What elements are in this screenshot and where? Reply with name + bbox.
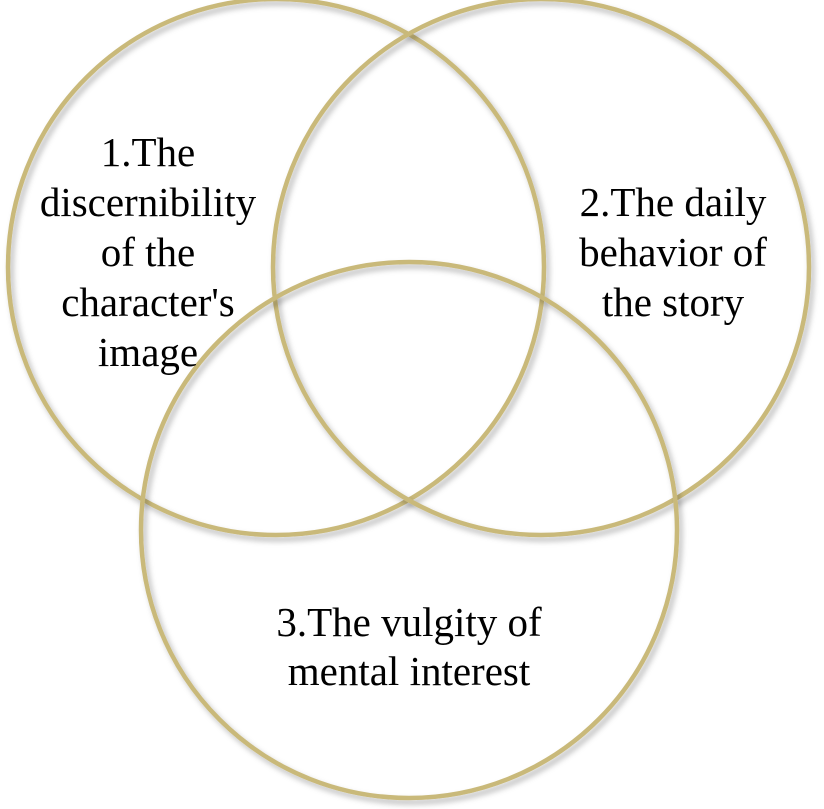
label-set-3-line: mental interest: [288, 648, 531, 694]
label-set-3: 3.The vulgity of mental interest: [276, 599, 542, 694]
label-set-2-line: 2.The daily: [580, 179, 767, 225]
circle-set-3: [138, 259, 680, 801]
label-set-2-line: behavior of: [579, 229, 767, 275]
label-set-2: 2.The daily behavior of the story: [579, 179, 767, 325]
label-set-1-line: of the: [101, 229, 196, 275]
label-set-1-line: 1.The: [101, 129, 196, 175]
label-set-3-line: 3.The vulgity of: [276, 599, 542, 645]
circle-set-2: [270, 0, 812, 538]
label-set-1-line: character's: [61, 279, 235, 325]
label-set-1-line: discernibility: [40, 179, 257, 225]
label-set-2-line: the story: [602, 279, 745, 325]
label-set-1-line: image: [98, 329, 198, 375]
label-set-1: 1.The discernibility of the character's …: [40, 129, 257, 375]
circle-set-1: [5, 0, 547, 538]
